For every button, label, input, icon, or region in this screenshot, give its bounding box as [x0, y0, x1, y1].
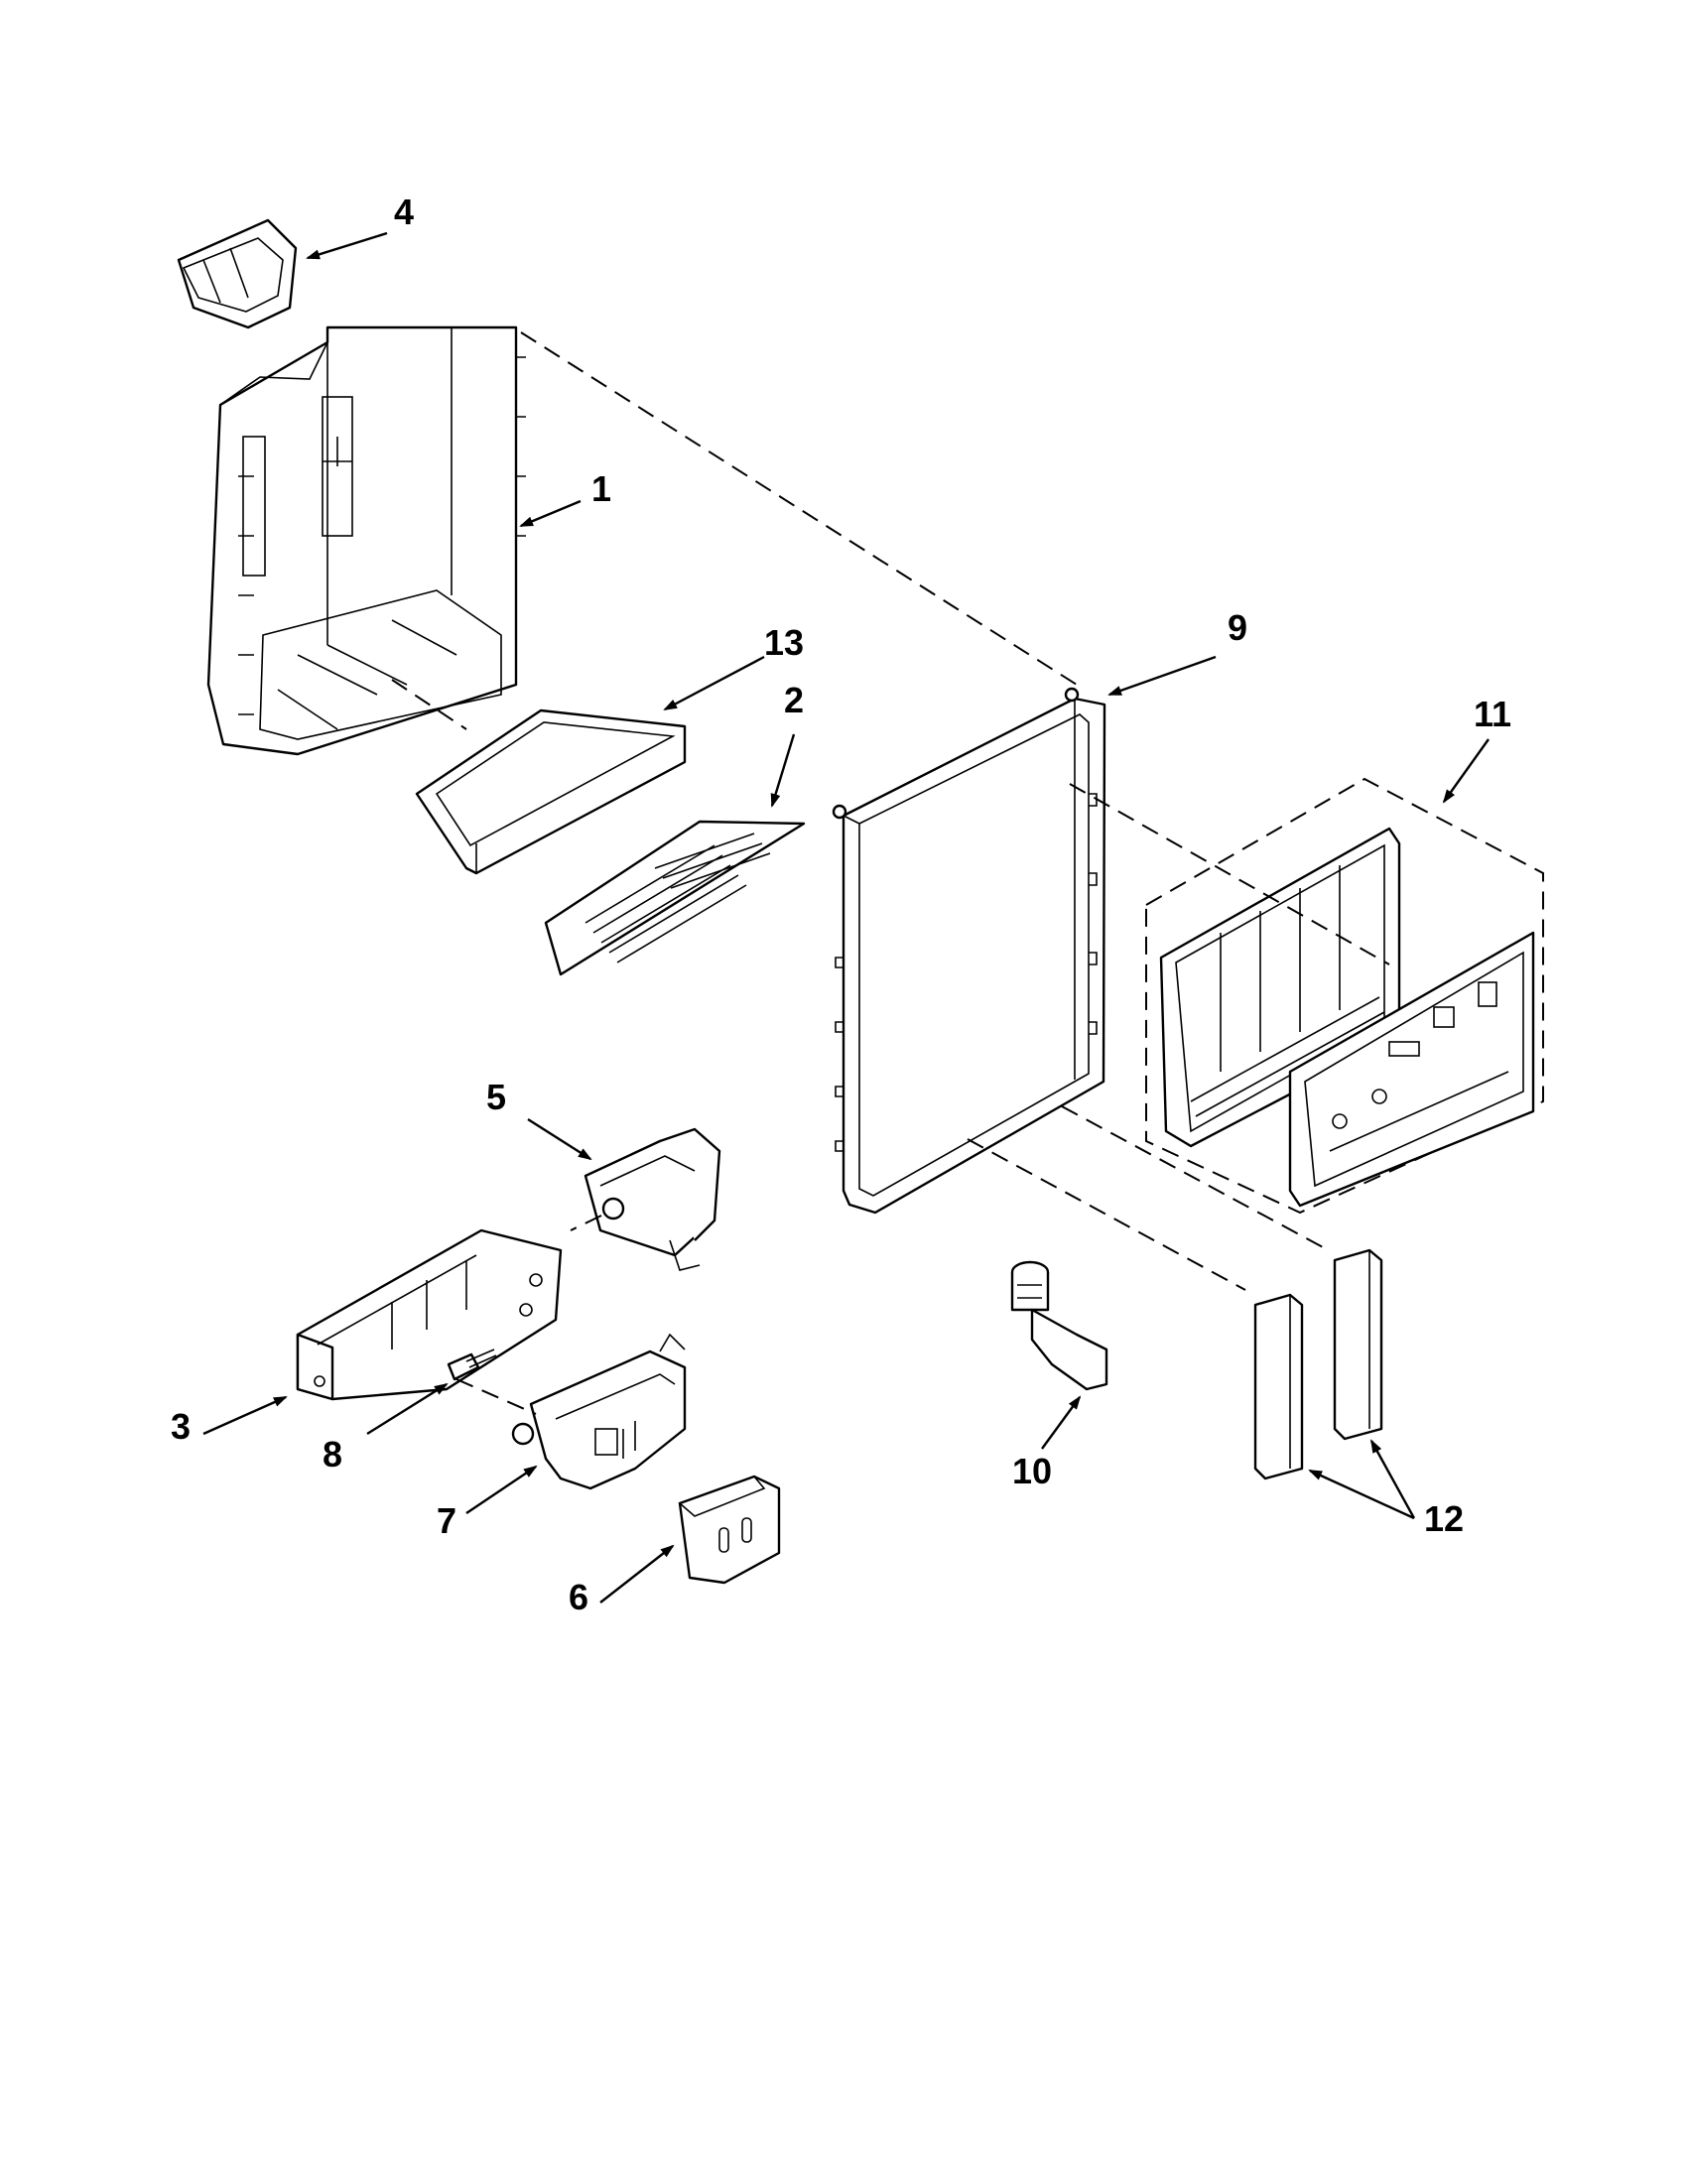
part-6-dispenser-paddle — [678, 1475, 781, 1585]
part-1-dispenser-housing — [206, 325, 526, 756]
leader-lines — [202, 231, 1490, 1604]
callout-2: 2 — [784, 680, 805, 720]
callout-9: 9 — [1228, 607, 1248, 648]
alignment-lines — [391, 331, 1390, 1415]
callout-3: 3 — [171, 1406, 192, 1447]
part-12-covers — [1253, 1248, 1383, 1480]
callout-8: 8 — [323, 1434, 343, 1475]
part-9-dispenser-frame — [832, 687, 1106, 1215]
callout-1: 1 — [591, 468, 612, 509]
part-4-ice-bin-cup — [177, 218, 298, 329]
callout-12: 12 — [1424, 1498, 1465, 1539]
callout-4: 4 — [394, 192, 415, 232]
part-7-actuator — [511, 1333, 687, 1490]
part-2-drip-tray-grille — [544, 820, 806, 976]
part-13-drip-tray-frame — [415, 708, 687, 875]
callout-7: 7 — [437, 1500, 457, 1541]
part-10-water-fitting — [1010, 1260, 1108, 1391]
callout-10: 10 — [1012, 1451, 1053, 1491]
callout-11: 11 — [1474, 694, 1512, 734]
callout-6: 6 — [569, 1577, 589, 1617]
callout-13: 13 — [764, 622, 805, 663]
callout-5: 5 — [486, 1077, 507, 1117]
part-8-screw — [447, 1349, 497, 1381]
part-5-motor — [584, 1127, 721, 1271]
part-11-control-assembly — [1145, 777, 1544, 1215]
part-3-mounting-bracket — [296, 1228, 563, 1401]
